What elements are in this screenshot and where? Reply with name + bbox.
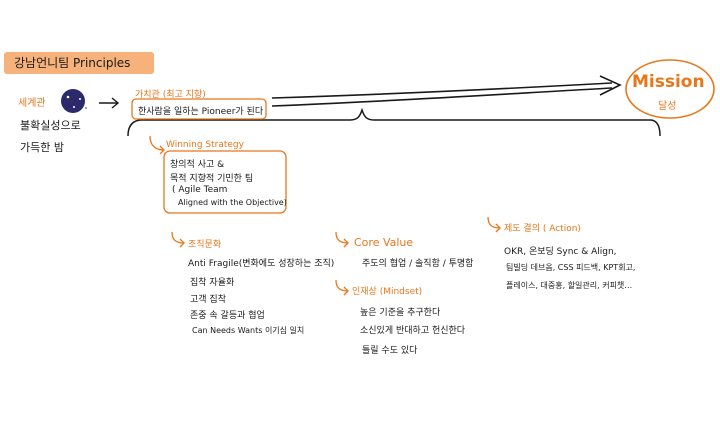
worldview-line-1: 불확실성으로 [20, 119, 81, 132]
strategy-line-2: 목적 지향적 기민한 팀 [170, 174, 254, 184]
culture-line-3: 고객 집착 [190, 295, 226, 305]
mindset-line-1: 높은 기준을 추구한다 [360, 308, 441, 318]
strategy-line-3: ( Agile Team [172, 185, 228, 195]
strategy-box [163, 150, 287, 214]
value-label: 가치관 (최고 지향) [135, 90, 206, 100]
value-box [131, 98, 267, 120]
culture-line-4: 존중 속 갈등과 협업 [190, 311, 265, 321]
hook-arrows [149, 135, 501, 296]
culture-line-5: Can Needs Wants 이기심 일치 [192, 326, 305, 335]
page-title-banner: 강남언니팀 Principles [4, 52, 154, 74]
mission-title: Mission [632, 72, 705, 92]
mindset-line-2: 소신있게 반대하고 헌신한다 [360, 326, 466, 336]
action-line-1: OKR, 온보딩 Sync & Align, [504, 247, 617, 257]
worldview-label: 세계관 [18, 98, 46, 109]
strategy-label: Winning Strategy [166, 140, 244, 150]
curly-bracket [127, 107, 661, 137]
strategy-line-4: Aligned with the Objective) [178, 198, 287, 207]
worldview-line-2: 가득한 밤 [20, 141, 64, 154]
night-moon-icon [61, 89, 87, 113]
mindset-line-3: 틀릴 수도 있다 [362, 346, 418, 356]
worldview-arrow [99, 97, 120, 109]
core-value-text: 주도의 협업 / 솔직함 / 투명함 [362, 259, 474, 269]
culture-line-2: 집착 자율화 [190, 278, 235, 288]
action-line-2: 팀빌딩 데브옵, CSS 피드백, KPT회고, [506, 263, 636, 272]
mission-arrow [271, 75, 622, 107]
strategy-line-1: 창의적 사고 & [170, 160, 225, 170]
culture-line-1: Anti Fragile(변화에도 성장하는 조직) [188, 259, 335, 269]
action-line-3: 플레이스, 대중홍, 할일관리, 커피챗… [506, 281, 633, 290]
value-text: 한사람을 일하는 Pioneer가 된다 [138, 107, 264, 117]
mindset-label: 인재상 (Mindset) [352, 287, 423, 297]
mission-sub: 달성 [658, 101, 677, 112]
mission-oval [625, 59, 715, 119]
action-label: 제도 결의 ( Action) [504, 224, 581, 234]
core-value-label: Core Value [354, 236, 414, 249]
culture-label: 조직문화 [188, 240, 222, 250]
